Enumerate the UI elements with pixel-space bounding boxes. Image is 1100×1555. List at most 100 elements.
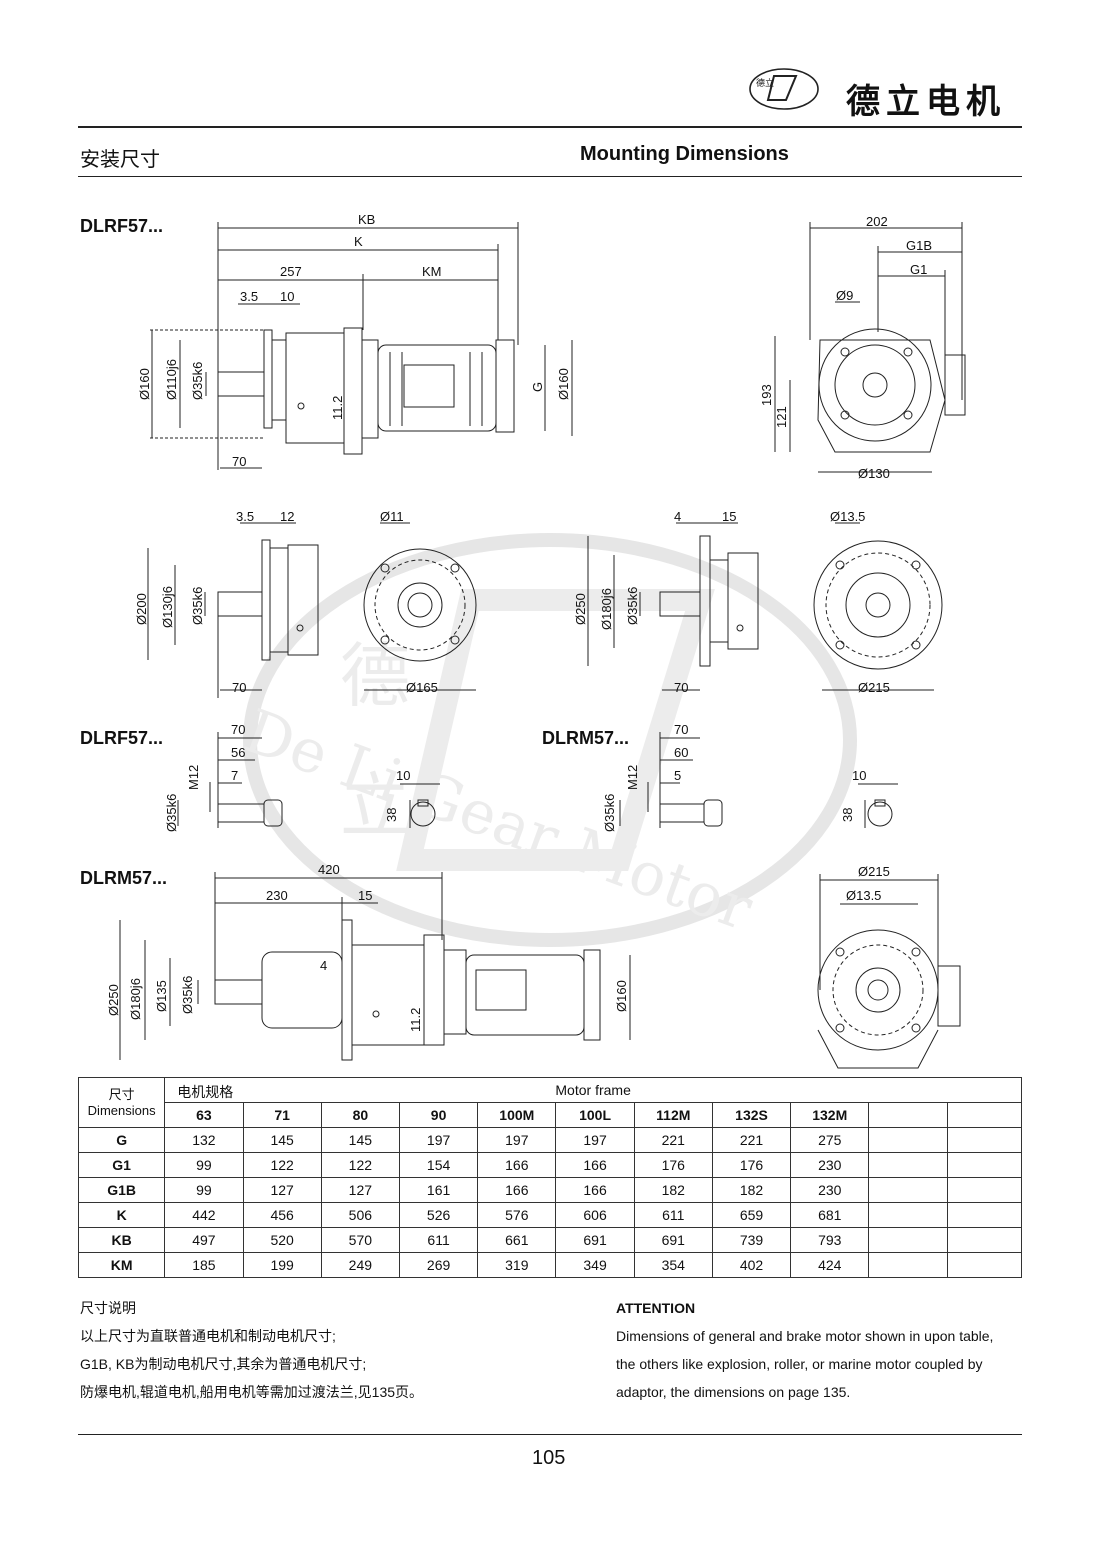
side-view-4	[119, 872, 631, 1061]
dim-d110j6: Ø110j6	[164, 359, 179, 400]
value-cell: 249	[320, 1252, 400, 1278]
notes-en-line: the others like explosion, roller, or ma…	[616, 1356, 983, 1372]
value-cell: 166	[555, 1177, 635, 1203]
end-view-1	[774, 222, 966, 473]
dim-g: G	[530, 382, 545, 392]
value-cell: 197	[555, 1127, 635, 1153]
footer-rule	[78, 1434, 1022, 1435]
value-cell: 122	[242, 1152, 322, 1178]
value-cell	[946, 1127, 1023, 1153]
value-cell: 442	[164, 1202, 244, 1228]
value-cell: 185	[164, 1252, 244, 1278]
value-cell: 576	[477, 1202, 557, 1228]
notes-cn-line: 防爆电机,辊道电机,船用电机等需加过渡法兰,见135页。	[80, 1384, 424, 1400]
flange-view-b	[587, 522, 943, 691]
row-label-cell: KM	[77, 1252, 166, 1278]
frame-header-cell: 100M	[477, 1102, 557, 1128]
value-cell: 122	[320, 1152, 400, 1178]
motor-frame-label-en: Motor frame	[555, 1082, 631, 1098]
value-cell: 691	[555, 1227, 635, 1253]
value-cell: 506	[320, 1202, 400, 1228]
dim-d11: Ø11	[380, 509, 404, 524]
dim-d180j6b: Ø180j6	[128, 978, 143, 1020]
model-label-1: DLRF57...	[80, 216, 164, 236]
section-rule	[78, 176, 1022, 177]
dim-k: K	[354, 234, 363, 249]
dim-d130: Ø130	[858, 466, 890, 481]
dim-d35k6d: Ø35k6	[164, 794, 179, 832]
value-cell: 319	[477, 1252, 557, 1278]
dim-d165: Ø165	[406, 680, 438, 695]
dim-12: 12	[280, 509, 294, 524]
value-cell: 611	[398, 1227, 479, 1253]
notes-en-line: Dimensions of general and brake motor sh…	[616, 1328, 994, 1344]
dim-10: 10	[280, 289, 294, 304]
value-cell: 354	[633, 1252, 713, 1278]
value-cell: 570	[320, 1227, 400, 1253]
frame-header-cell: 71	[242, 1102, 322, 1128]
notes-en-line: adaptor, the dimensions on page 135.	[616, 1384, 851, 1400]
notes-cn: 尺寸说明 以上尺寸为直联普通电机和制动电机尺寸; G1B, KB为制动电机尺寸,…	[80, 1294, 560, 1406]
brand-name: 德立电机	[846, 82, 1006, 122]
dim-d35k6: Ø35k6	[190, 362, 205, 400]
dim-420: 420	[318, 862, 340, 877]
dim-m12b: M12	[625, 765, 640, 790]
dim-38b: 38	[840, 808, 855, 822]
frame-header-cell: 132S	[711, 1102, 792, 1128]
dim-d13-5: Ø13.5	[830, 509, 865, 524]
dim-km: KM	[422, 264, 442, 279]
dim-4: 4	[674, 509, 681, 524]
value-cell	[946, 1202, 1023, 1228]
dim-193: 193	[759, 384, 774, 406]
value-cell: 456	[242, 1202, 322, 1228]
value-cell: 402	[711, 1252, 792, 1278]
dim-d160b: Ø160	[614, 980, 629, 1012]
value-cell: 659	[711, 1202, 792, 1228]
dim-d200: Ø200	[134, 593, 149, 625]
value-cell: 154	[398, 1152, 479, 1178]
dim-3-5: 3.5	[240, 289, 258, 304]
value-cell: 681	[790, 1202, 870, 1228]
dim-g1: G1	[910, 262, 927, 277]
dim-d160-motor: Ø160	[556, 368, 571, 400]
dim-d160: Ø160	[137, 368, 152, 400]
dim-d9: Ø9	[836, 288, 853, 303]
dim-70c: 70	[674, 680, 688, 695]
value-cell: 127	[320, 1177, 400, 1203]
value-cell: 661	[477, 1227, 557, 1253]
value-cell: 611	[633, 1202, 713, 1228]
logo: 德立	[746, 66, 822, 112]
value-cell	[868, 1127, 948, 1153]
dim-kb: KB	[358, 212, 375, 227]
dimension-labels: KB K 257 KM 3.5 10 70 Ø160 Ø110j6 Ø35k6 …	[106, 212, 932, 1032]
dim-d35k6f: Ø35k6	[180, 976, 195, 1014]
dimensions-header-cell: 尺寸 Dimensions	[77, 1077, 166, 1128]
frame-header-cell: 132M	[790, 1102, 870, 1128]
value-cell: 691	[633, 1227, 713, 1253]
frame-header-cell: 100L	[555, 1102, 635, 1128]
value-cell: 269	[398, 1252, 479, 1278]
dim-g1b: G1B	[906, 238, 932, 253]
dim-7: 7	[231, 768, 238, 783]
value-cell: 182	[633, 1177, 713, 1203]
dim-d130j6: Ø130j6	[160, 586, 175, 628]
dim-d215: Ø215	[858, 680, 890, 695]
motor-frame-header-cell: 电机规格 Motor frame	[164, 1077, 1022, 1103]
notes-cn-title: 尺寸说明	[80, 1300, 136, 1316]
frame-header-cell	[946, 1102, 1023, 1128]
dim-70: 70	[232, 454, 246, 469]
value-cell	[946, 1227, 1023, 1253]
dimensions-label-en: Dimensions	[87, 1102, 156, 1118]
dim-d13-5b: Ø13.5	[846, 888, 881, 903]
value-cell: 520	[242, 1227, 322, 1253]
dim-56: 56	[231, 745, 245, 760]
value-cell: 526	[398, 1202, 479, 1228]
row-label-cell: G1B	[77, 1177, 166, 1203]
value-cell: 230	[790, 1152, 870, 1178]
value-cell: 230	[790, 1177, 870, 1203]
flange-view-a	[147, 522, 477, 698]
dim-d180j6: Ø180j6	[599, 588, 614, 630]
frame-header-cell: 112M	[633, 1102, 713, 1128]
